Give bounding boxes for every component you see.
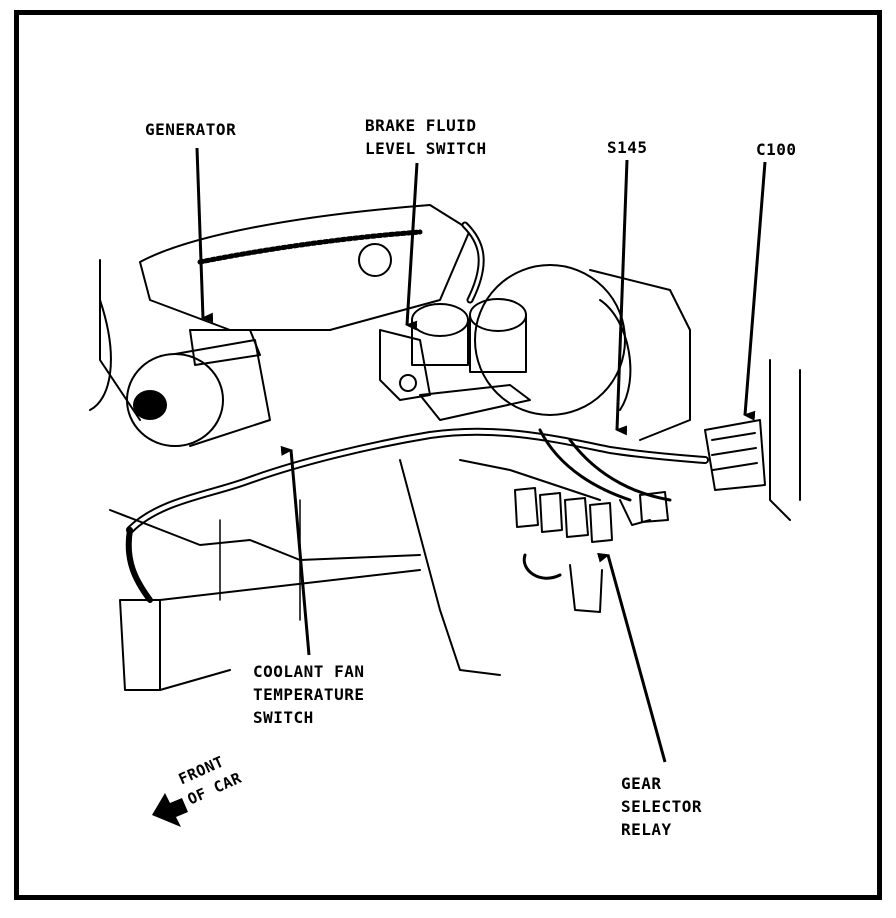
generator-label: GENERATOR bbox=[145, 120, 237, 139]
gear-selector-relay bbox=[514, 487, 669, 613]
generator-arrow bbox=[195, 147, 214, 323]
coolant-fan-temperature-switch-label: COOLANT FAN TEMPERATURE SWITCH bbox=[253, 662, 365, 727]
c100-connector bbox=[704, 419, 766, 491]
gear-selector-relay-label: GEAR SELECTOR RELAY bbox=[621, 774, 703, 839]
brake-fluid-arrow bbox=[405, 162, 419, 331]
s145-arrow bbox=[615, 159, 629, 436]
coolant-fan-arrow bbox=[280, 445, 311, 656]
c100-arrow bbox=[743, 161, 767, 421]
gear-selector-arrow bbox=[597, 552, 667, 763]
brake-booster bbox=[474, 264, 632, 416]
s145-label: S145 bbox=[607, 138, 648, 157]
generator-body bbox=[126, 329, 271, 447]
callout-arrows bbox=[195, 147, 767, 763]
brake-master-cylinder bbox=[379, 298, 531, 421]
diagram-frame bbox=[14, 10, 882, 900]
engine-cover bbox=[139, 204, 471, 331]
front-of-car-arrow bbox=[152, 793, 188, 827]
c100-label: C100 bbox=[756, 140, 797, 159]
brake-fluid-level-switch-label: BRAKE FLUID LEVEL SWITCH bbox=[365, 116, 487, 158]
